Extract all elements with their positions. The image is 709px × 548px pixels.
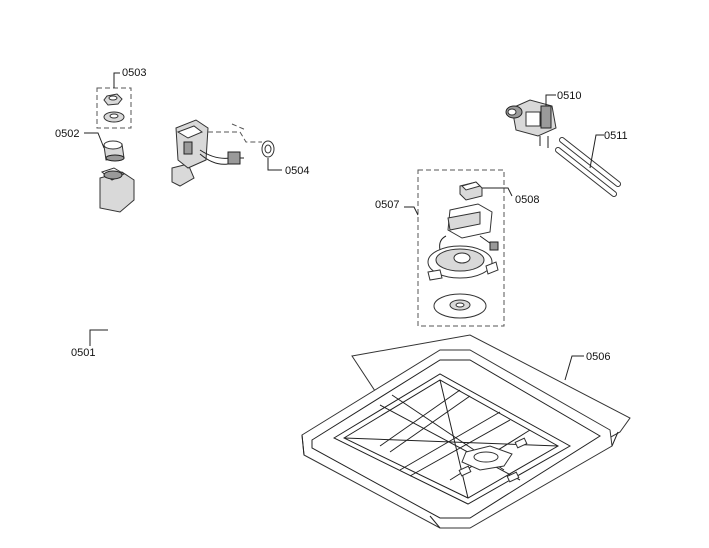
label-0506: 0506	[586, 351, 610, 363]
part-0503-nut-washer[interactable]	[103, 93, 125, 123]
hose-plug-housing	[175, 119, 244, 169]
part-0511-rods[interactable]	[555, 137, 621, 197]
leader-0508	[482, 187, 513, 197]
leader-0502	[84, 132, 105, 149]
part-0506-base-tray[interactable]	[301, 334, 631, 529]
label-0510: 0510	[557, 90, 581, 102]
part-0501-hose[interactable]	[99, 163, 195, 407]
part-0508-connector[interactable]	[459, 181, 483, 201]
leader-0501	[89, 329, 108, 346]
assembly-line-0504	[208, 131, 262, 143]
leader-0503	[113, 72, 120, 88]
label-0508: 0508	[515, 194, 539, 206]
part-0510-valve[interactable]	[505, 98, 557, 148]
part-0504-washer[interactable]	[261, 140, 275, 158]
label-0504: 0504	[285, 165, 309, 177]
leader-0506	[564, 355, 584, 381]
kit-box-0507	[417, 169, 505, 327]
part-0507-pump-assembly[interactable]	[427, 203, 499, 319]
label-0503: 0503	[122, 67, 146, 79]
leader-0510	[545, 94, 556, 98]
assembly-line-0504b	[231, 123, 247, 131]
leader-0507	[404, 206, 419, 216]
label-0501: 0501	[71, 347, 95, 359]
label-0502: 0502	[55, 128, 79, 140]
label-0507: 0507	[375, 199, 399, 211]
leader-0504	[267, 158, 282, 171]
part-0502-cap[interactable]	[103, 140, 125, 162]
label-0511: 0511	[604, 130, 628, 142]
leader-0511	[589, 134, 604, 169]
